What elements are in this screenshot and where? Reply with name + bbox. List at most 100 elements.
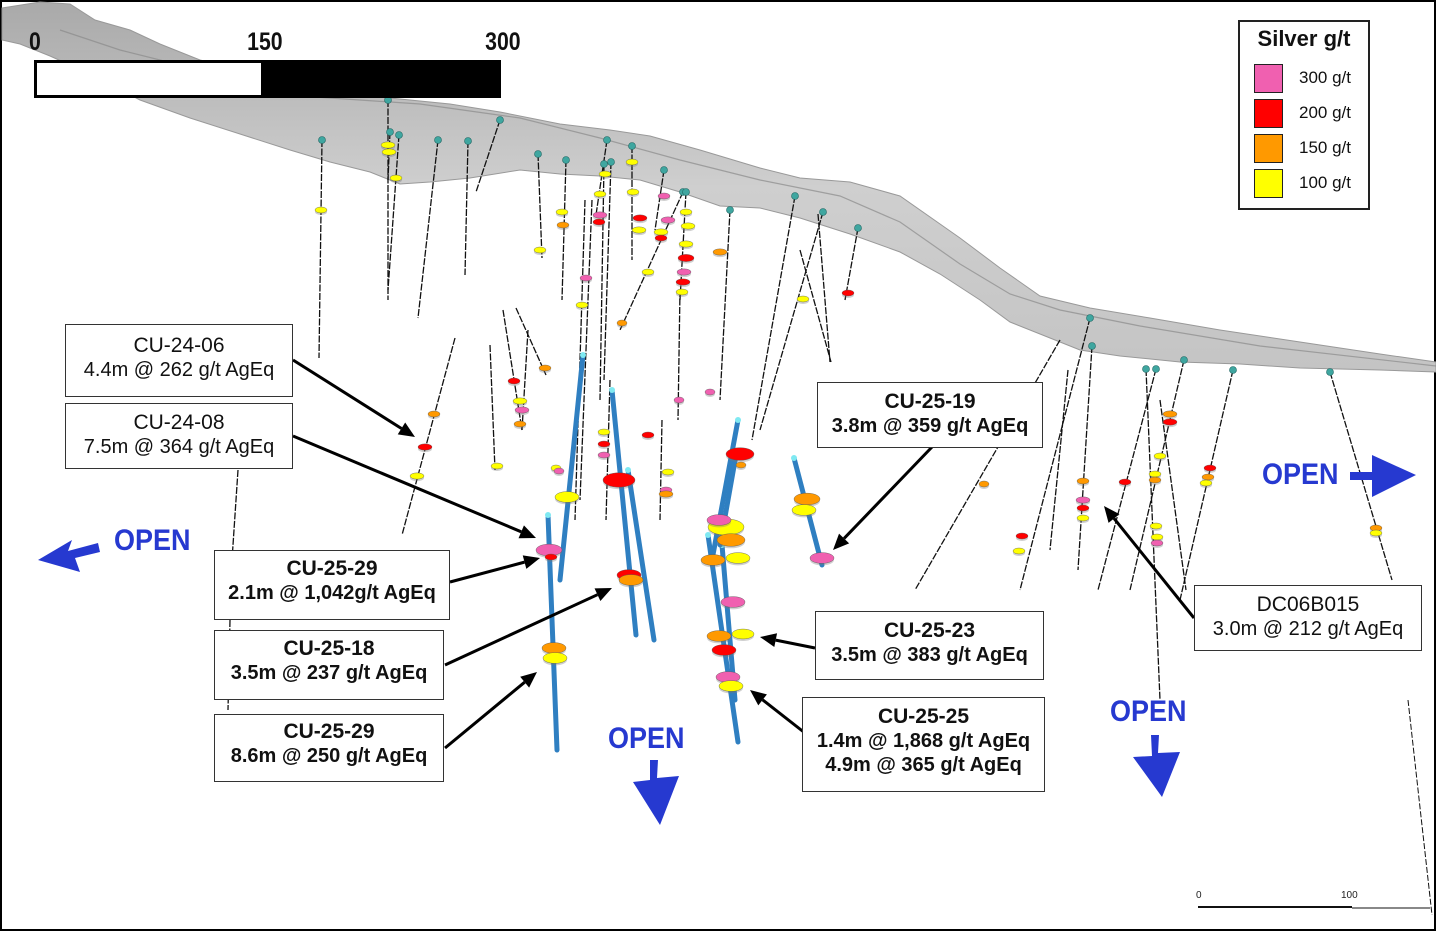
callout-intercept: 4.9m @ 365 g/t AgEq [825,754,1022,777]
collar-marker [603,136,611,144]
collar-marker [791,192,799,200]
intercept-disc [507,377,521,385]
intercept-disc [417,443,433,451]
drill-trace [1077,345,1093,571]
drill-trace [844,227,859,301]
intercept-disc [700,554,726,566]
intercept-disc [541,642,567,654]
intercept-disc [597,428,611,436]
new-hole-tip [609,387,615,393]
collars [318,96,1334,376]
drill-trace [659,419,663,521]
intercept-disc [706,630,732,642]
callout-arrow-head-icon [760,633,778,648]
legend-label: 200 g/t [1299,103,1351,122]
callout-arrow-line [775,638,816,650]
intercept-disc [553,467,565,475]
callout-hole-id: CU-25-25 [877,705,970,728]
intercept-disc [793,492,821,506]
open-label-center-down: OPEN [608,722,685,755]
intercept-disc [720,596,746,608]
callout-arrow-line [1112,517,1196,619]
new-hole-trace [557,352,586,583]
intercept-disc [653,228,669,236]
callout-cu-24-06: CU-24-06 4.4m @ 262 g/t AgEq [65,324,293,397]
intercept-disc [657,192,671,200]
intercept-disc [1153,452,1167,460]
new-hole-tip [791,455,797,461]
topography-surface [1,1,1436,373]
legend-item: 100 g/t [1254,169,1364,199]
intercept-disc [675,278,691,286]
drill-trace [475,119,501,193]
intercept-disc [381,148,397,156]
intercept-disc [538,364,552,372]
callout-arrow-line [292,434,522,534]
callout-arrow-head-icon [1104,506,1120,523]
legend-swatch-200 [1254,99,1283,128]
intercept-disc [1015,532,1029,540]
legend-swatch-150 [1254,134,1283,163]
callout-hole-id: CU-25-19 [884,390,976,413]
intercept-disc [712,248,728,256]
callout-intercept: 3.8m @ 359 g/t AgEq [831,415,1029,438]
intercept-disc [616,319,628,327]
drill-trace [654,169,665,231]
intercept-disc [725,552,751,564]
intercept-disc [632,214,648,222]
intercept-disc [380,141,396,149]
drill-trace [914,339,1061,591]
drill-trace [1019,317,1091,591]
callout-intercept: 3.5m @ 383 g/t AgEq [831,644,1028,667]
intercept-disc [598,170,612,178]
drill-trace [401,337,456,536]
intercept-disc [1148,470,1162,478]
intercept-disc [677,254,695,262]
collar-marker [1180,356,1188,364]
intercept-disc [427,410,441,418]
callout-hole-id: DC06B015 [1256,593,1360,616]
drill-trace [1179,369,1234,601]
drill-trace [1049,369,1069,551]
callout-intercept: 7.5m @ 364 g/t AgEq [83,436,275,459]
drill-trace [751,195,796,441]
collar-marker [1088,342,1096,350]
drill-trace [561,159,567,301]
callout-arrow-head-icon [750,690,767,706]
scale-bar [34,60,501,98]
drill-trace [719,209,731,401]
collar-marker [464,137,472,145]
drill-trace [619,191,684,331]
callout-intercept: 2.1m @ 1,042g/t AgEq [228,582,436,605]
collar-marker [1086,314,1094,322]
collar-marker [660,166,668,174]
intercept-disc [679,208,693,216]
intercept-disc [314,206,328,214]
drill-trace [417,139,439,319]
drill-trace [387,131,391,181]
callout-hole-id: CU-24-08 [133,411,225,434]
intercept-disc [735,461,747,469]
new-hole-trace [609,387,639,638]
drill-trace [603,161,612,381]
intercept-disc [1162,418,1178,426]
collar-marker [682,188,690,196]
callout-hole-id: CU-25-18 [283,637,375,660]
collar-marker [726,206,734,214]
new-hole-tip [735,417,741,423]
scale-bar-white-segment [34,60,264,98]
intercept-disc [409,472,425,480]
collar-marker [318,136,326,144]
intercept-disc [389,174,403,182]
callout-cu-25-25: CU-25-25 1.4m @ 1,868 g/t AgEq 4.9m @ 36… [802,697,1045,792]
callout-arrow-line [444,681,526,750]
callout-hole-id: CU-25-29 [286,557,378,580]
collar-marker [854,224,862,232]
collar-marker [1142,365,1150,373]
callout-arrow-line [761,698,806,735]
drill-trace [1407,699,1433,916]
intercept-disc [1203,464,1217,472]
drill-trace [605,379,611,521]
callout-cu-24-08: CU-24-08 7.5m @ 364 g/t AgEq [65,403,293,469]
